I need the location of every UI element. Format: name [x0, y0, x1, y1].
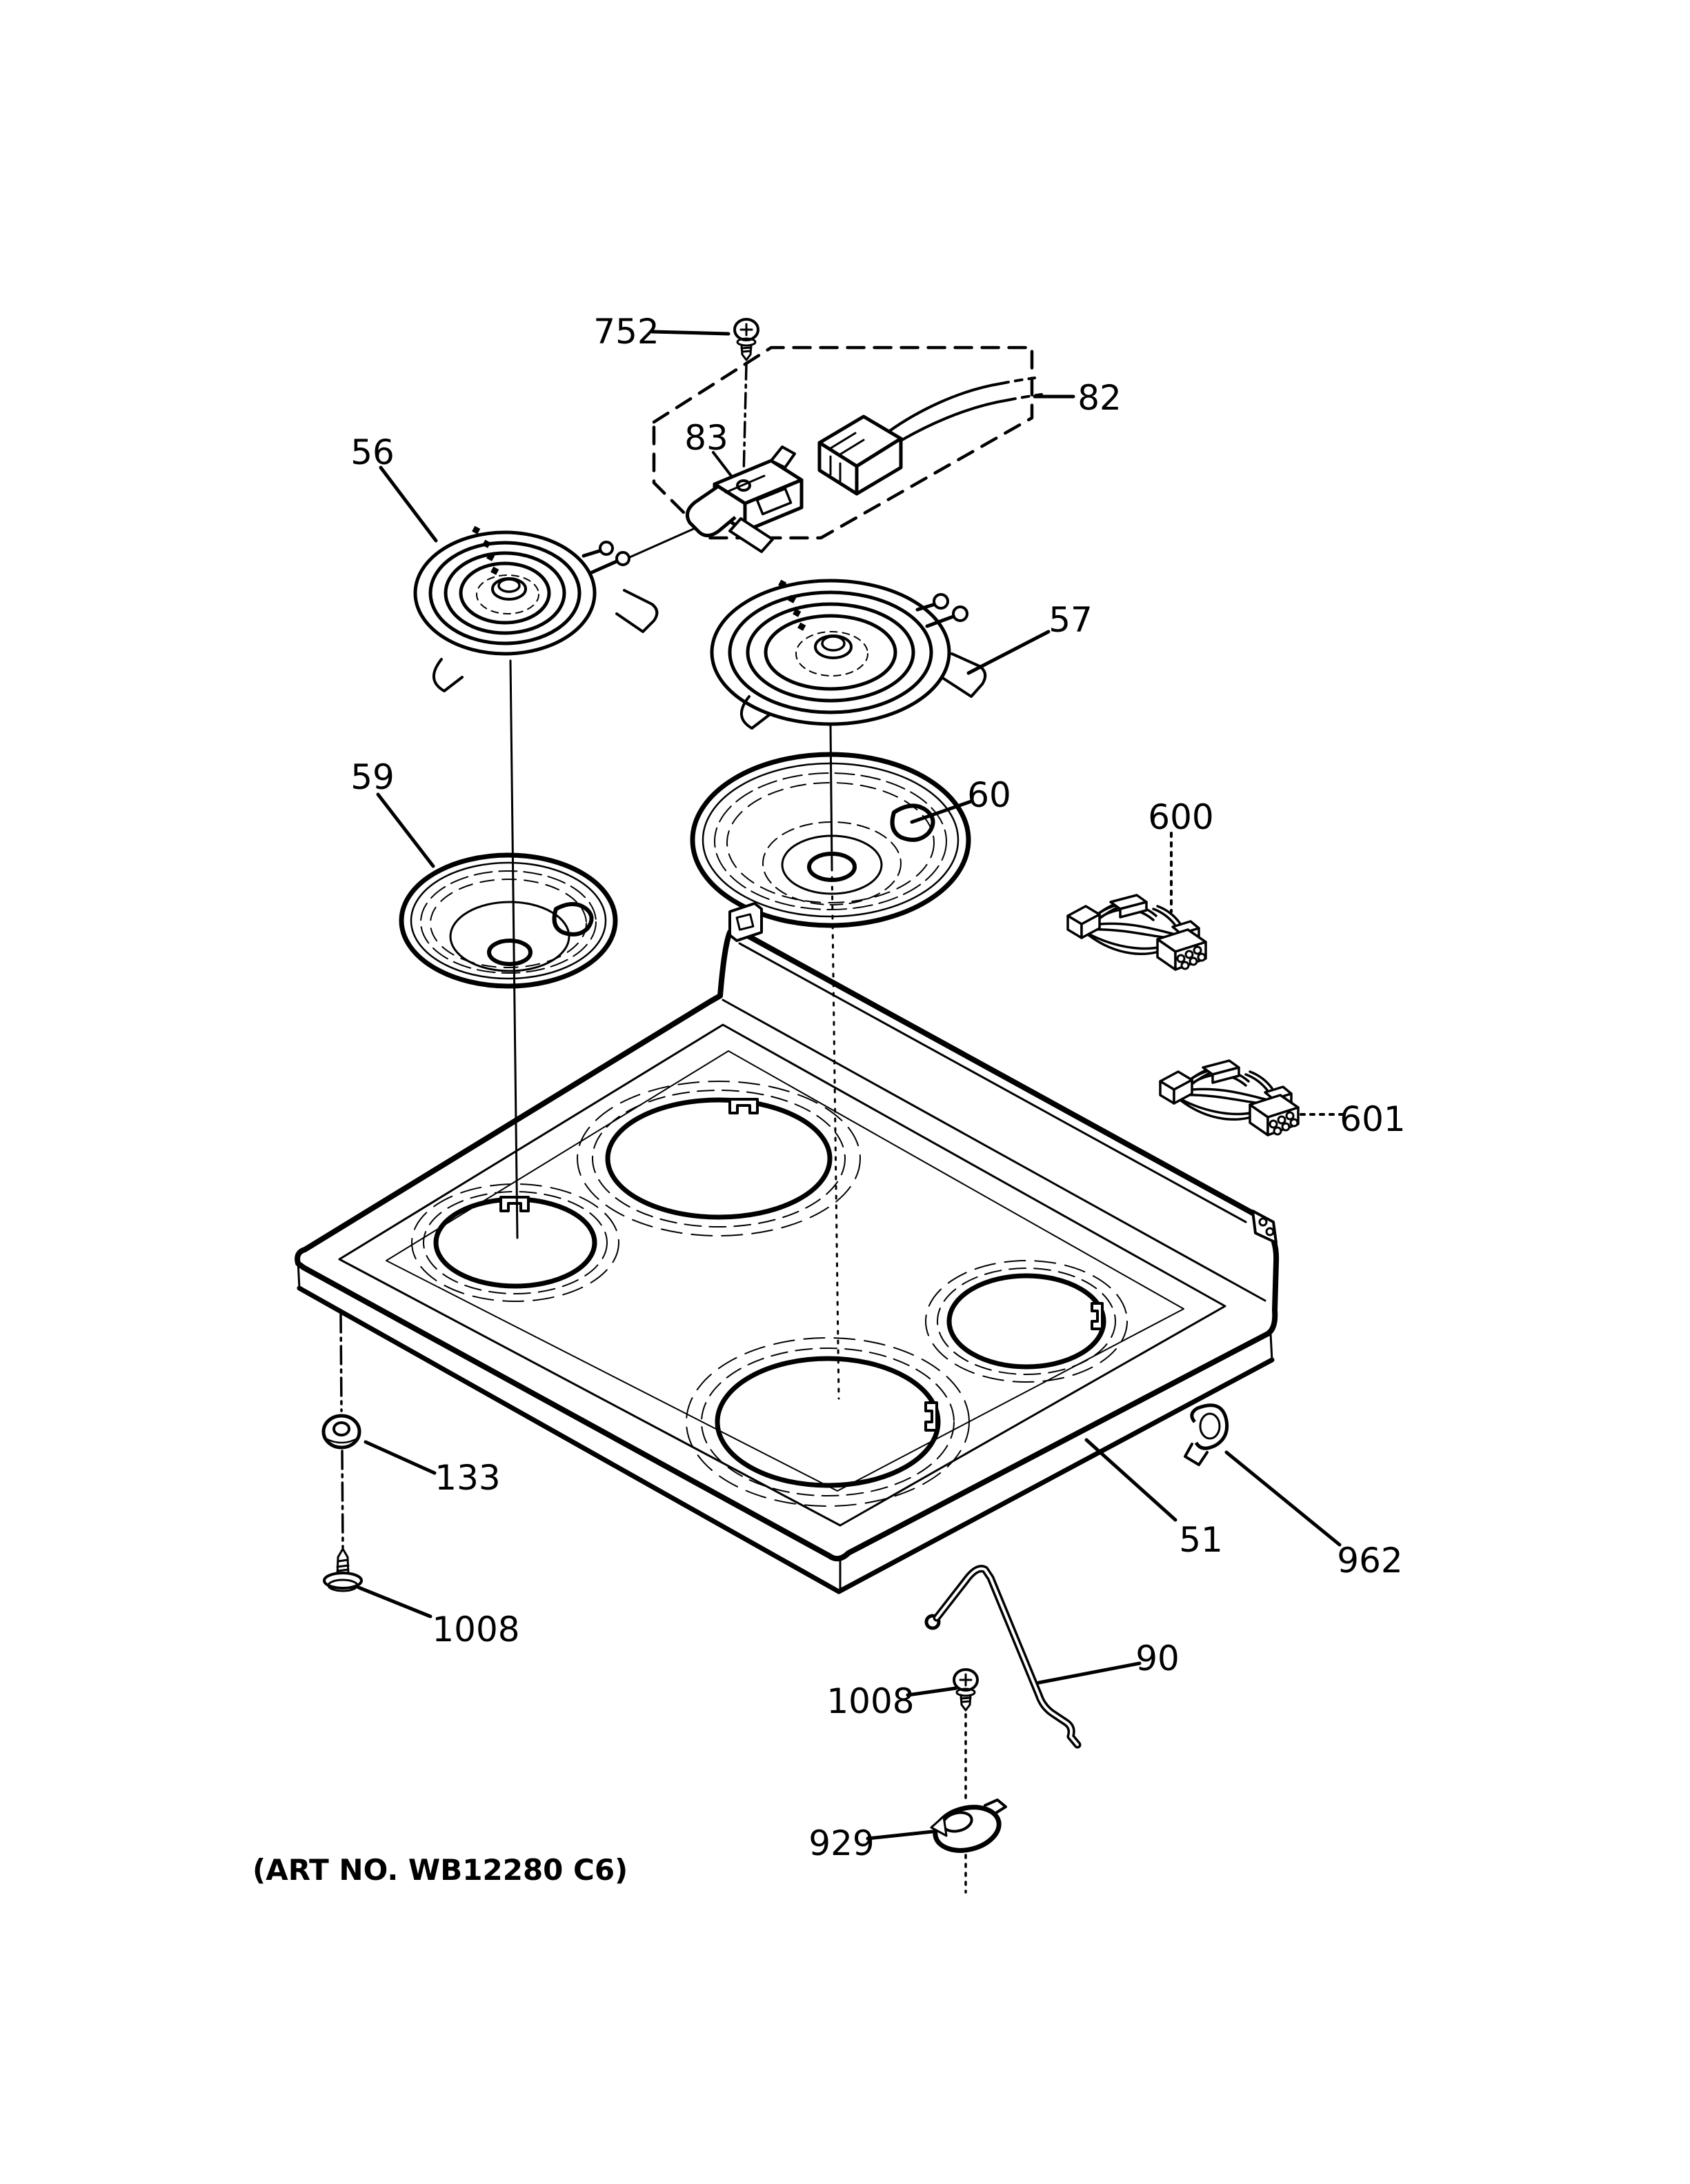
- sensor-connector-82: [817, 377, 1043, 496]
- screw-752: [733, 318, 759, 477]
- screw-1008-front: [953, 1668, 979, 1894]
- surface-element-57: [710, 579, 987, 730]
- callout-600: 600: [1148, 797, 1213, 837]
- callout-962: 962: [1337, 1541, 1402, 1581]
- screw-1008-left: [323, 1547, 363, 1592]
- assembly-axis-lines: [509, 659, 840, 1400]
- cable-clamp-962: [1184, 1403, 1229, 1466]
- drip-bowl-60: [690, 752, 971, 928]
- callout-labels: 752 82 83 56 57 59 60 600 601 133 1008 5…: [350, 312, 1406, 1863]
- surface-element-56: [413, 525, 659, 692]
- dashed-group-box: [652, 345, 1034, 540]
- grommet-133: [321, 1313, 361, 1549]
- drip-bowl-59: [399, 852, 618, 989]
- callout-83: 83: [684, 418, 728, 458]
- callout-51: 51: [1179, 1520, 1223, 1560]
- callout-59: 59: [350, 757, 395, 797]
- callout-90: 90: [1135, 1639, 1180, 1679]
- support-rod-90: [924, 1565, 1082, 1749]
- sensor-switch-83: [622, 445, 804, 561]
- callout-601: 601: [1340, 1099, 1405, 1139]
- callout-133: 133: [435, 1458, 500, 1498]
- art-number: (ART NO. WB12280 C6): [252, 1853, 628, 1887]
- callout-56: 56: [350, 432, 395, 472]
- callout-1008-front: 1008: [826, 1681, 914, 1721]
- main-cooktop-panel: [295, 902, 1280, 1594]
- leader-lines: [357, 330, 1342, 1841]
- retainer-clip-929: [930, 1799, 1007, 1853]
- callout-929: 929: [808, 1823, 874, 1863]
- callout-57: 57: [1048, 600, 1093, 640]
- callout-60: 60: [967, 775, 1011, 815]
- callout-1008-left: 1008: [432, 1610, 519, 1650]
- callout-82: 82: [1077, 378, 1122, 418]
- wire-harness-601: [1159, 1059, 1344, 1136]
- wire-harness-600: [1066, 832, 1207, 971]
- callout-752: 752: [593, 312, 659, 352]
